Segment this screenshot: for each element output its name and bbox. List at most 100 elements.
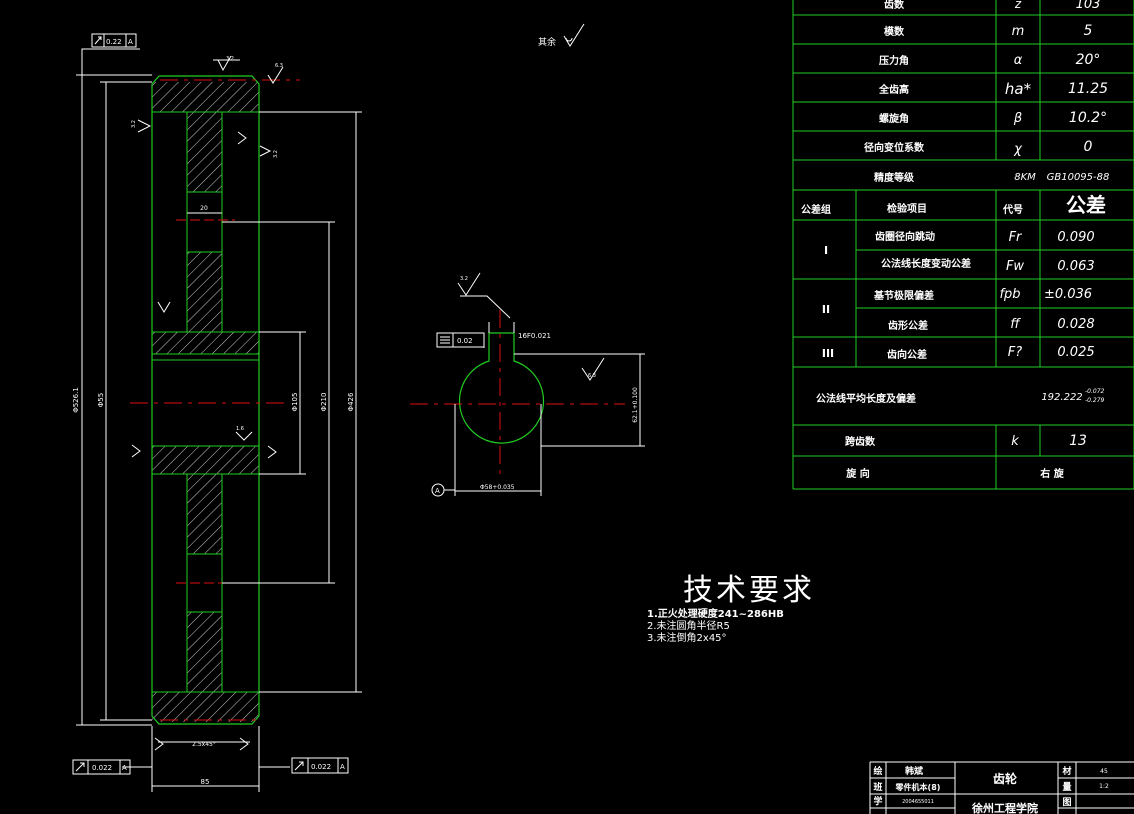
tol-item-name: 公法线长度变动公差	[881, 257, 971, 270]
param-value: 10.2°	[1069, 110, 1107, 126]
tb-scale-label: 图	[1062, 797, 1071, 808]
tol-item-value: 0.028	[1057, 317, 1094, 332]
param-name: 齿数	[884, 0, 905, 11]
web-bottom-hatch	[187, 474, 222, 554]
param-symbol: χ	[1013, 142, 1023, 157]
param-name: 精度等级	[874, 171, 915, 184]
svg-text:0.022: 0.022	[92, 764, 112, 772]
hub-bottom-hatch	[152, 446, 259, 474]
span-teeth-label: 跨齿数	[845, 435, 876, 448]
tb-qty-value: 1:2	[1099, 783, 1109, 790]
span-teeth-value: 13	[1069, 433, 1087, 449]
tol-item-code: ff	[1010, 317, 1021, 332]
tol-item-name: 齿圈径向跳动	[875, 230, 935, 243]
common-normal-upper: -0.072	[1085, 388, 1105, 395]
tb-material-value: 45	[1100, 768, 1108, 775]
dim-diameter-426: Φ426	[347, 392, 355, 411]
common-normal-lower: -0.279	[1085, 397, 1105, 404]
dim-outer-diameter: Φ526.1	[72, 387, 80, 413]
dim-diameter-55: Φ55	[97, 393, 105, 407]
param-symbol: β	[1013, 111, 1022, 126]
tol-header-tol: 公差	[1066, 193, 1106, 217]
svg-text:0.022: 0.022	[311, 763, 331, 771]
svg-text:A: A	[128, 38, 133, 46]
tol-item-code: Fw	[1006, 259, 1024, 274]
tb-id-value: 2004655011	[902, 799, 934, 805]
param-name: 模数	[884, 25, 905, 38]
tb-class-label: 班	[873, 781, 882, 793]
param-symbol: z	[1014, 0, 1022, 11]
param-name: 径向变位系数	[864, 141, 925, 154]
dim-chamfer: 2.5x45°	[192, 741, 216, 748]
title-block	[869, 761, 1134, 814]
param-name: 螺旋角	[879, 112, 909, 125]
tol-group-id: II	[822, 303, 830, 316]
rim-top-hatch	[152, 82, 259, 112]
tb-qty-label: 量	[1062, 781, 1071, 793]
tol-header-item: 检验项目	[887, 202, 927, 215]
gear-section-view	[76, 48, 362, 792]
tb-class-name: 零件机本(8)	[895, 782, 941, 792]
tol-item-value: 0.063	[1057, 259, 1094, 274]
roughness-label: 6.3	[588, 373, 596, 379]
keyway-width-dim: 16F0.021	[518, 332, 551, 340]
roughness-label: 3.2	[131, 120, 137, 128]
param-symbol: m	[1012, 24, 1025, 39]
keyway-view	[410, 272, 645, 497]
param-name: 全齿高	[878, 83, 909, 96]
keyway-depth-dim: 62.1+0.100	[632, 387, 639, 423]
gear-outline	[151, 75, 260, 725]
tol-item-name: 基节极限偏差	[873, 289, 934, 302]
tech-req-line-3: 3.未注倒角2x45°	[647, 631, 727, 644]
param-name: 压力角	[879, 54, 909, 67]
param-value: GB10095-88	[1047, 172, 1110, 183]
svg-text:0.02: 0.02	[457, 337, 473, 345]
rim-bottom-hatch	[152, 692, 259, 722]
web-bottom2-hatch	[187, 612, 222, 692]
roughness-label: 3.2	[226, 56, 234, 62]
tb-draw-label: 绘	[873, 765, 882, 777]
dim-hub-gap: 20	[200, 205, 208, 212]
roughness-label: 3.2	[273, 150, 279, 158]
bore-circle	[458, 332, 545, 444]
param-value: 0	[1084, 139, 1093, 155]
param-table	[792, 0, 1134, 490]
roughness-icon	[563, 23, 585, 47]
tol-item-name: 齿形公差	[888, 319, 928, 332]
roughness-label: 1.6	[236, 426, 244, 432]
web-top2-hatch	[187, 252, 222, 332]
tb-school: 徐州工程学院	[971, 801, 1038, 814]
tol-item-name: 齿向公差	[887, 348, 927, 361]
roughness-label: 3.2	[460, 276, 468, 282]
dim-diameter-105: Φ105	[291, 393, 299, 412]
hub-top-hatch	[152, 332, 259, 354]
param-symbol: α	[1014, 53, 1023, 68]
roughness-label: 6.3	[275, 63, 283, 69]
tol-item-value: 0.090	[1057, 230, 1094, 245]
common-normal-label: 公法线平均长度及偏差	[816, 392, 916, 405]
tol-header-group: 公差组	[801, 203, 831, 216]
tech-req-line-2: 2.未注圆角半径R5	[647, 619, 730, 632]
tol-group-id: III	[822, 347, 834, 360]
tb-material-label: 材	[1061, 765, 1071, 777]
datum-label: A	[435, 487, 440, 495]
param-symbol: ha*	[1005, 80, 1032, 98]
keyway-tolerance-frame: 0.02	[436, 332, 485, 348]
tb-id-label: 学	[873, 795, 882, 807]
span-teeth-symbol: k	[1011, 434, 1019, 449]
hand-value: 右 旋	[1039, 467, 1064, 480]
param-value: 5	[1084, 23, 1093, 39]
common-normal-value: 192.222	[1041, 392, 1082, 403]
tolerance-frame-top: 0.22 A	[91, 33, 137, 48]
param-value: 103	[1076, 0, 1101, 12]
tol-item-code: Fr	[1009, 230, 1023, 245]
bore-diameter-dim: Φ58+0.035	[480, 484, 515, 491]
svg-text:A: A	[122, 764, 127, 772]
tolerance-frame-bottom-left: 0.022 A	[72, 759, 131, 775]
param-symbol: 8KM	[1014, 172, 1036, 183]
tol-item-code: fpb	[999, 287, 1020, 302]
svg-text:A: A	[340, 763, 345, 771]
param-value: 20°	[1076, 52, 1101, 68]
tech-req-title: 技术要求	[683, 573, 815, 608]
